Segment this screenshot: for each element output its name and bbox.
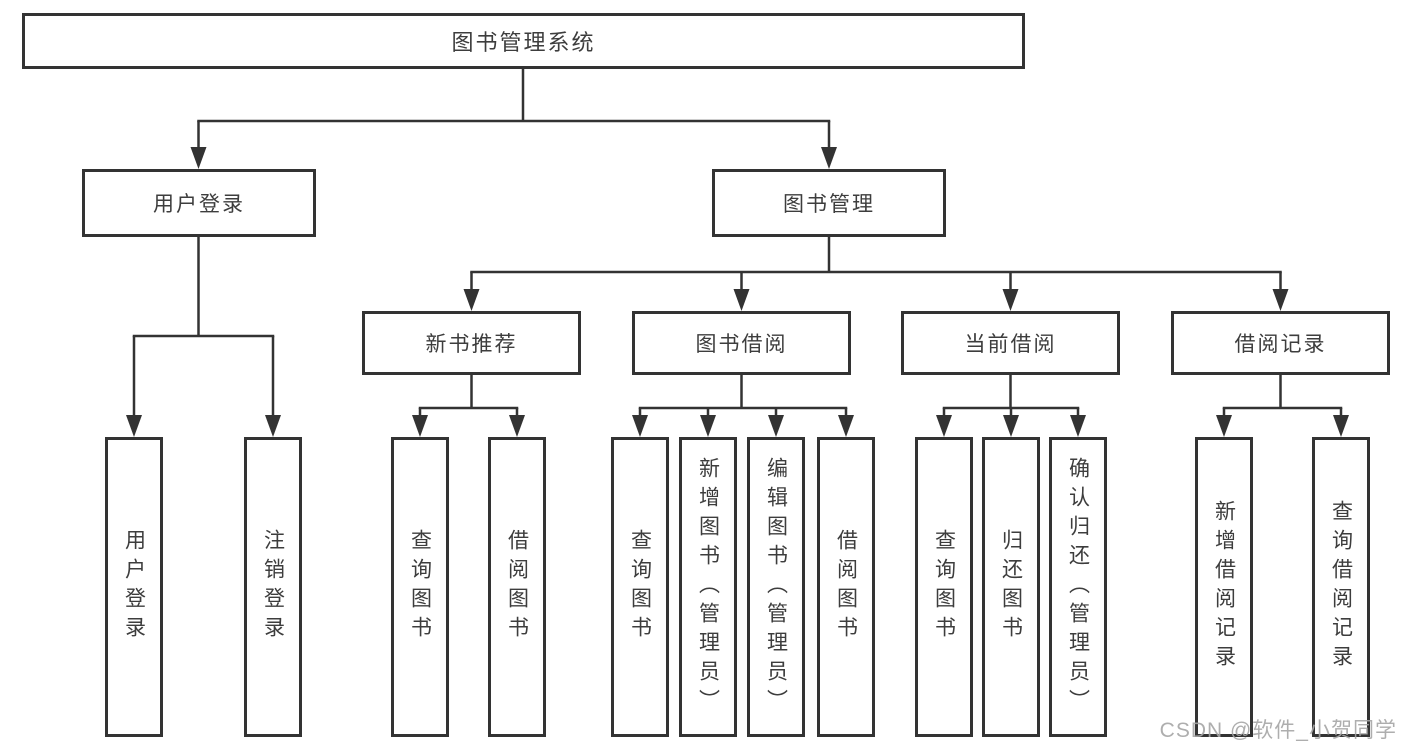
node-label: 新书推荐 bbox=[425, 333, 518, 356]
leaf-label: 编辑图书（管理员） bbox=[764, 456, 788, 718]
leaf-label: 用户登录 bbox=[122, 529, 146, 645]
leaf-label: 查询借阅记录 bbox=[1329, 500, 1353, 674]
leaf-label: 借阅图书 bbox=[505, 529, 529, 645]
leaf-label: 查询图书 bbox=[408, 529, 432, 645]
node-label: 图书管理系统 bbox=[451, 30, 596, 55]
node-library-management-system: 图书管理系统 bbox=[22, 13, 1025, 69]
leaf-label: 新增借阅记录 bbox=[1212, 500, 1236, 674]
node-label: 图书借阅 bbox=[695, 333, 788, 356]
node-book-borrowing: 图书借阅 bbox=[632, 311, 851, 375]
leaf-edit-books-admin: 编辑图书（管理员） bbox=[747, 437, 805, 737]
node-new-book-recommendation: 新书推荐 bbox=[362, 311, 581, 375]
leaf-label: 归还图书 bbox=[999, 529, 1023, 645]
leaf-logout: 注销登录 bbox=[244, 437, 302, 737]
leaf-label: 确认归还（管理员） bbox=[1066, 456, 1090, 718]
leaf-user-login: 用户登录 bbox=[105, 437, 163, 737]
node-label: 用户登录 bbox=[153, 193, 245, 216]
leaf-return-books: 归还图书 bbox=[982, 437, 1040, 737]
leaf-label: 查询图书 bbox=[628, 529, 652, 645]
leaf-query-borrow-record: 查询借阅记录 bbox=[1312, 437, 1370, 737]
leaf-borrow-books-1: 借阅图书 bbox=[488, 437, 546, 737]
node-label: 图书管理 bbox=[783, 193, 875, 216]
leaf-label: 查询图书 bbox=[932, 529, 956, 645]
leaf-borrow-books-2: 借阅图书 bbox=[817, 437, 875, 737]
leaf-label: 借阅图书 bbox=[834, 529, 858, 645]
node-book-management: 图书管理 bbox=[712, 169, 946, 237]
node-label: 当前借阅 bbox=[964, 333, 1057, 356]
leaf-add-borrow-record: 新增借阅记录 bbox=[1195, 437, 1253, 737]
node-borrowing-records: 借阅记录 bbox=[1171, 311, 1390, 375]
leaf-label: 注销登录 bbox=[261, 529, 285, 645]
leaf-query-books-2: 查询图书 bbox=[611, 437, 669, 737]
leaf-query-books-3: 查询图书 bbox=[915, 437, 973, 737]
csdn-watermark: CSDN @软件_小贺同学 bbox=[1159, 719, 1397, 742]
node-user-login: 用户登录 bbox=[82, 169, 316, 237]
leaf-add-books-admin: 新增图书（管理员） bbox=[679, 437, 737, 737]
node-current-borrowing: 当前借阅 bbox=[901, 311, 1120, 375]
leaf-label: 新增图书（管理员） bbox=[696, 456, 720, 718]
node-label: 借阅记录 bbox=[1234, 333, 1327, 356]
leaf-query-books-1: 查询图书 bbox=[391, 437, 449, 737]
leaf-confirm-return-admin: 确认归还（管理员） bbox=[1049, 437, 1107, 737]
